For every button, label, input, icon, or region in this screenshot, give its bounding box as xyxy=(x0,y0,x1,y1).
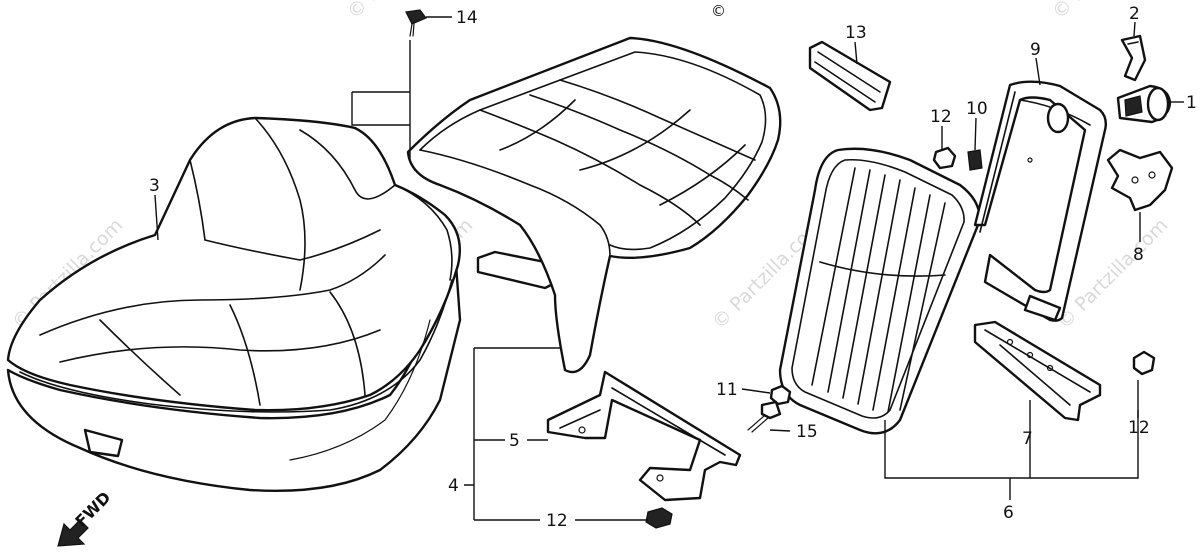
nut-12-upper xyxy=(932,146,957,170)
leader-lines xyxy=(154,16,1184,521)
copyright-mark: © xyxy=(711,2,726,20)
callout-8: 8 xyxy=(1133,245,1144,265)
strap-13 xyxy=(808,40,892,112)
bolt-15 xyxy=(747,400,782,433)
callout-2: 2 xyxy=(1129,4,1140,24)
bolt-14 xyxy=(405,9,427,37)
callout-15: 15 xyxy=(796,422,818,442)
callout-4: 4 xyxy=(448,476,459,496)
seat-bracket xyxy=(546,370,742,502)
callout-9: 9 xyxy=(1030,40,1041,60)
nut-11 xyxy=(769,384,792,406)
callout-11: 11 xyxy=(716,380,738,400)
backrest-rail xyxy=(973,320,1102,422)
callout-3: 3 xyxy=(149,176,160,196)
callout-1: 1 xyxy=(1186,93,1197,113)
callouts: 14 3 13 9 2 1 12 10 8 5 4 12 11 15 7 12 … xyxy=(149,4,1197,531)
callout-14: 14 xyxy=(456,8,478,28)
callout-10: 10 xyxy=(966,99,988,119)
passenger-seat xyxy=(406,36,782,374)
rider-seat xyxy=(6,116,462,493)
plate-8 xyxy=(1106,148,1174,212)
clip-10 xyxy=(967,149,983,171)
forward-label: FWD xyxy=(71,488,114,531)
callout-6: 6 xyxy=(1003,503,1014,523)
callout-12-upper: 12 xyxy=(930,107,952,127)
backrest-frame xyxy=(973,80,1108,322)
nut-12-bottom xyxy=(645,507,673,529)
forward-arrow: FWD xyxy=(57,488,114,547)
callout-12-right: 12 xyxy=(1128,418,1150,438)
callout-13: 13 xyxy=(845,23,867,43)
nut-12-right xyxy=(1132,350,1156,376)
callout-12-bottom: 12 xyxy=(546,511,568,531)
watermark: © Partzilla.com xyxy=(1048,0,1167,24)
lock-cylinder xyxy=(1116,84,1172,124)
watermark: © Partzilla.com xyxy=(343,0,462,24)
lock-clip xyxy=(1120,34,1147,82)
backrest-pad xyxy=(778,147,982,435)
callout-5: 5 xyxy=(509,431,520,451)
callout-7: 7 xyxy=(1022,429,1033,449)
